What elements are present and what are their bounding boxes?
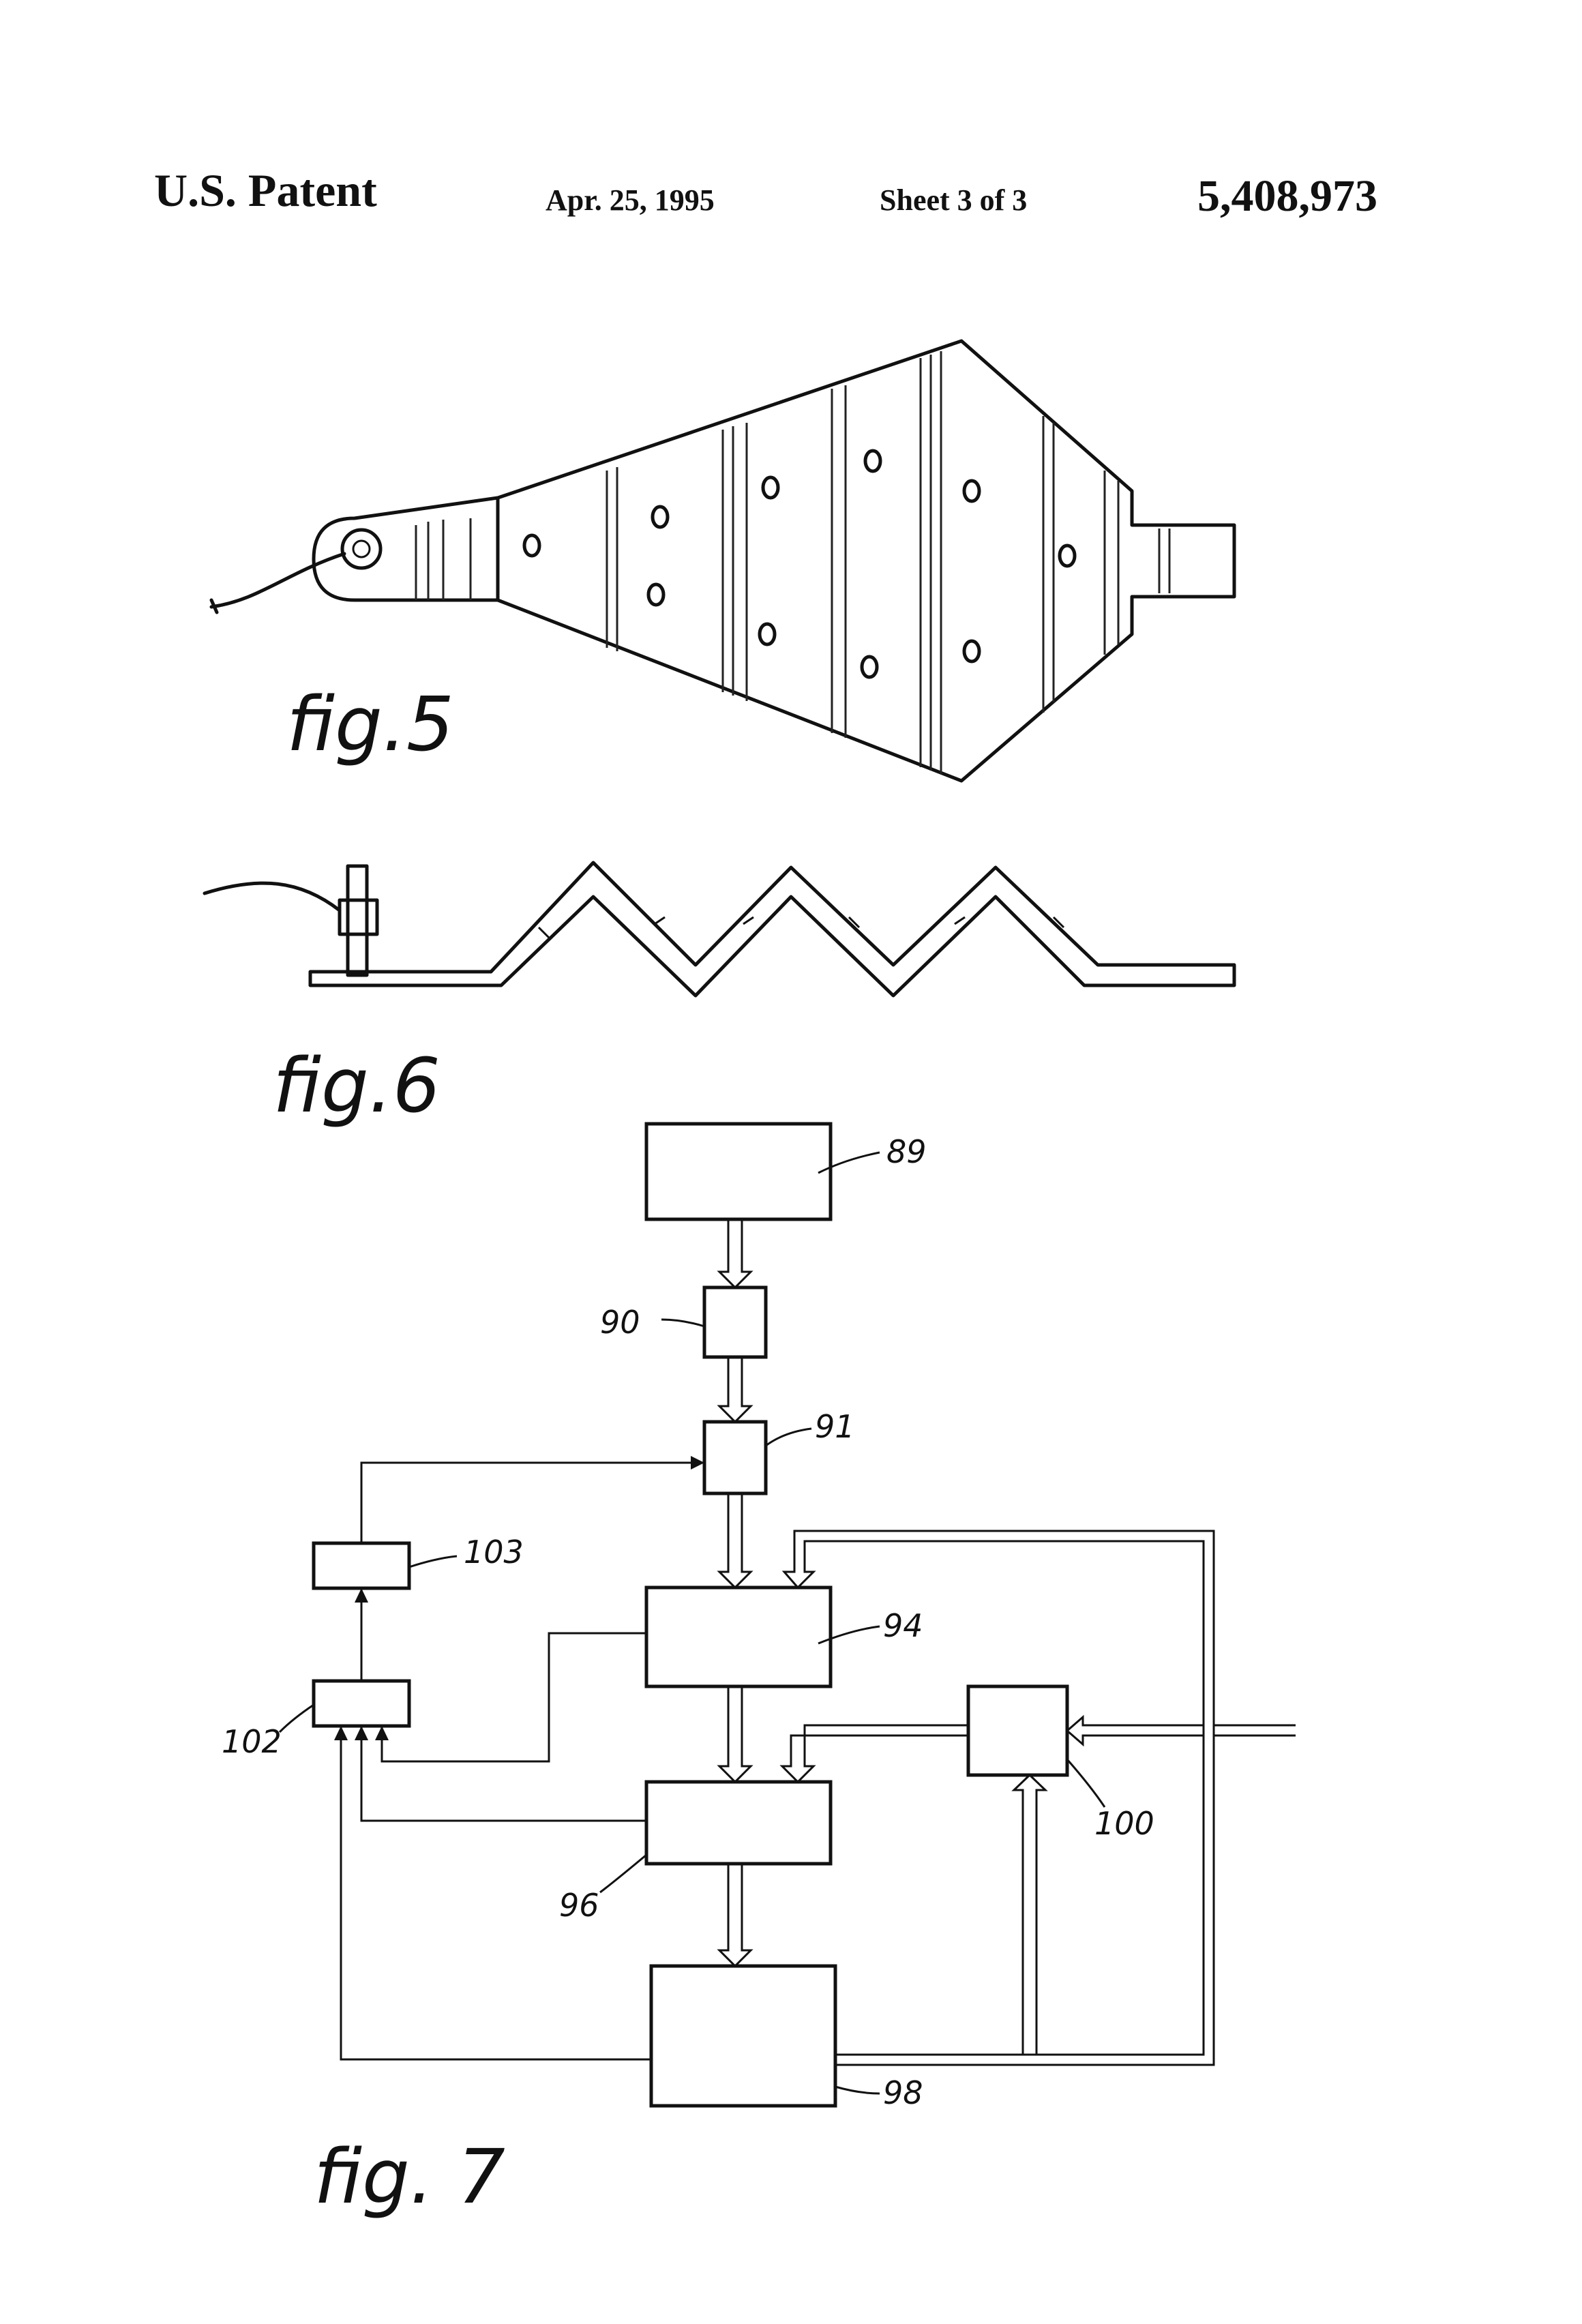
- fig6-profile-outer: [310, 863, 1234, 996]
- fig5-cable: [211, 554, 344, 607]
- ref-94: 94: [883, 1607, 923, 1644]
- block-96: [646, 1782, 831, 1864]
- block-102: [314, 1681, 409, 1726]
- hole-icon: [648, 584, 663, 605]
- fig6-cable: [205, 883, 340, 910]
- block-103: [314, 1543, 409, 1588]
- connector-inner-icon: [353, 541, 370, 557]
- block-100: [968, 1686, 1067, 1775]
- fig6-drawing: fig.6: [205, 863, 1234, 1129]
- connector-icon: [342, 530, 380, 568]
- fig5-hatching: [416, 351, 1169, 774]
- hole-icon: [524, 535, 539, 556]
- fig6-label: fig.6: [273, 1042, 441, 1129]
- ref-98: 98: [883, 2074, 923, 2111]
- hole-icon: [653, 507, 668, 527]
- fig5-drawing: fig.5: [211, 341, 1234, 781]
- fig5-label: fig.5: [286, 681, 454, 768]
- ref-102: 102: [222, 1723, 282, 1760]
- hole-icon: [763, 477, 778, 498]
- fig7-block-diagram: 89 90 91 103 94 102 100 96 98 fig. 7: [222, 1124, 1296, 2220]
- fig7-label: fig. 7: [314, 2133, 505, 2220]
- ref-89: 89: [886, 1133, 927, 1170]
- hole-icon: [862, 657, 877, 677]
- block-89: [646, 1124, 831, 1219]
- hole-icon: [865, 451, 880, 471]
- hole-icon: [1060, 546, 1075, 566]
- hole-icon: [964, 641, 979, 661]
- block-98: [651, 1966, 835, 2106]
- ref-100: 100: [1094, 1805, 1154, 1842]
- ref-96: 96: [559, 1887, 599, 1924]
- hole-icon: [964, 481, 979, 501]
- ref-91: 91: [815, 1408, 855, 1445]
- ref-90: 90: [600, 1304, 640, 1341]
- fig6-clamp: [340, 900, 377, 934]
- block-94: [646, 1588, 831, 1686]
- ref-103: 103: [464, 1534, 524, 1570]
- block-90: [704, 1287, 766, 1357]
- fig6-post: [348, 866, 367, 975]
- hole-icon: [760, 624, 775, 644]
- block-91: [704, 1422, 766, 1493]
